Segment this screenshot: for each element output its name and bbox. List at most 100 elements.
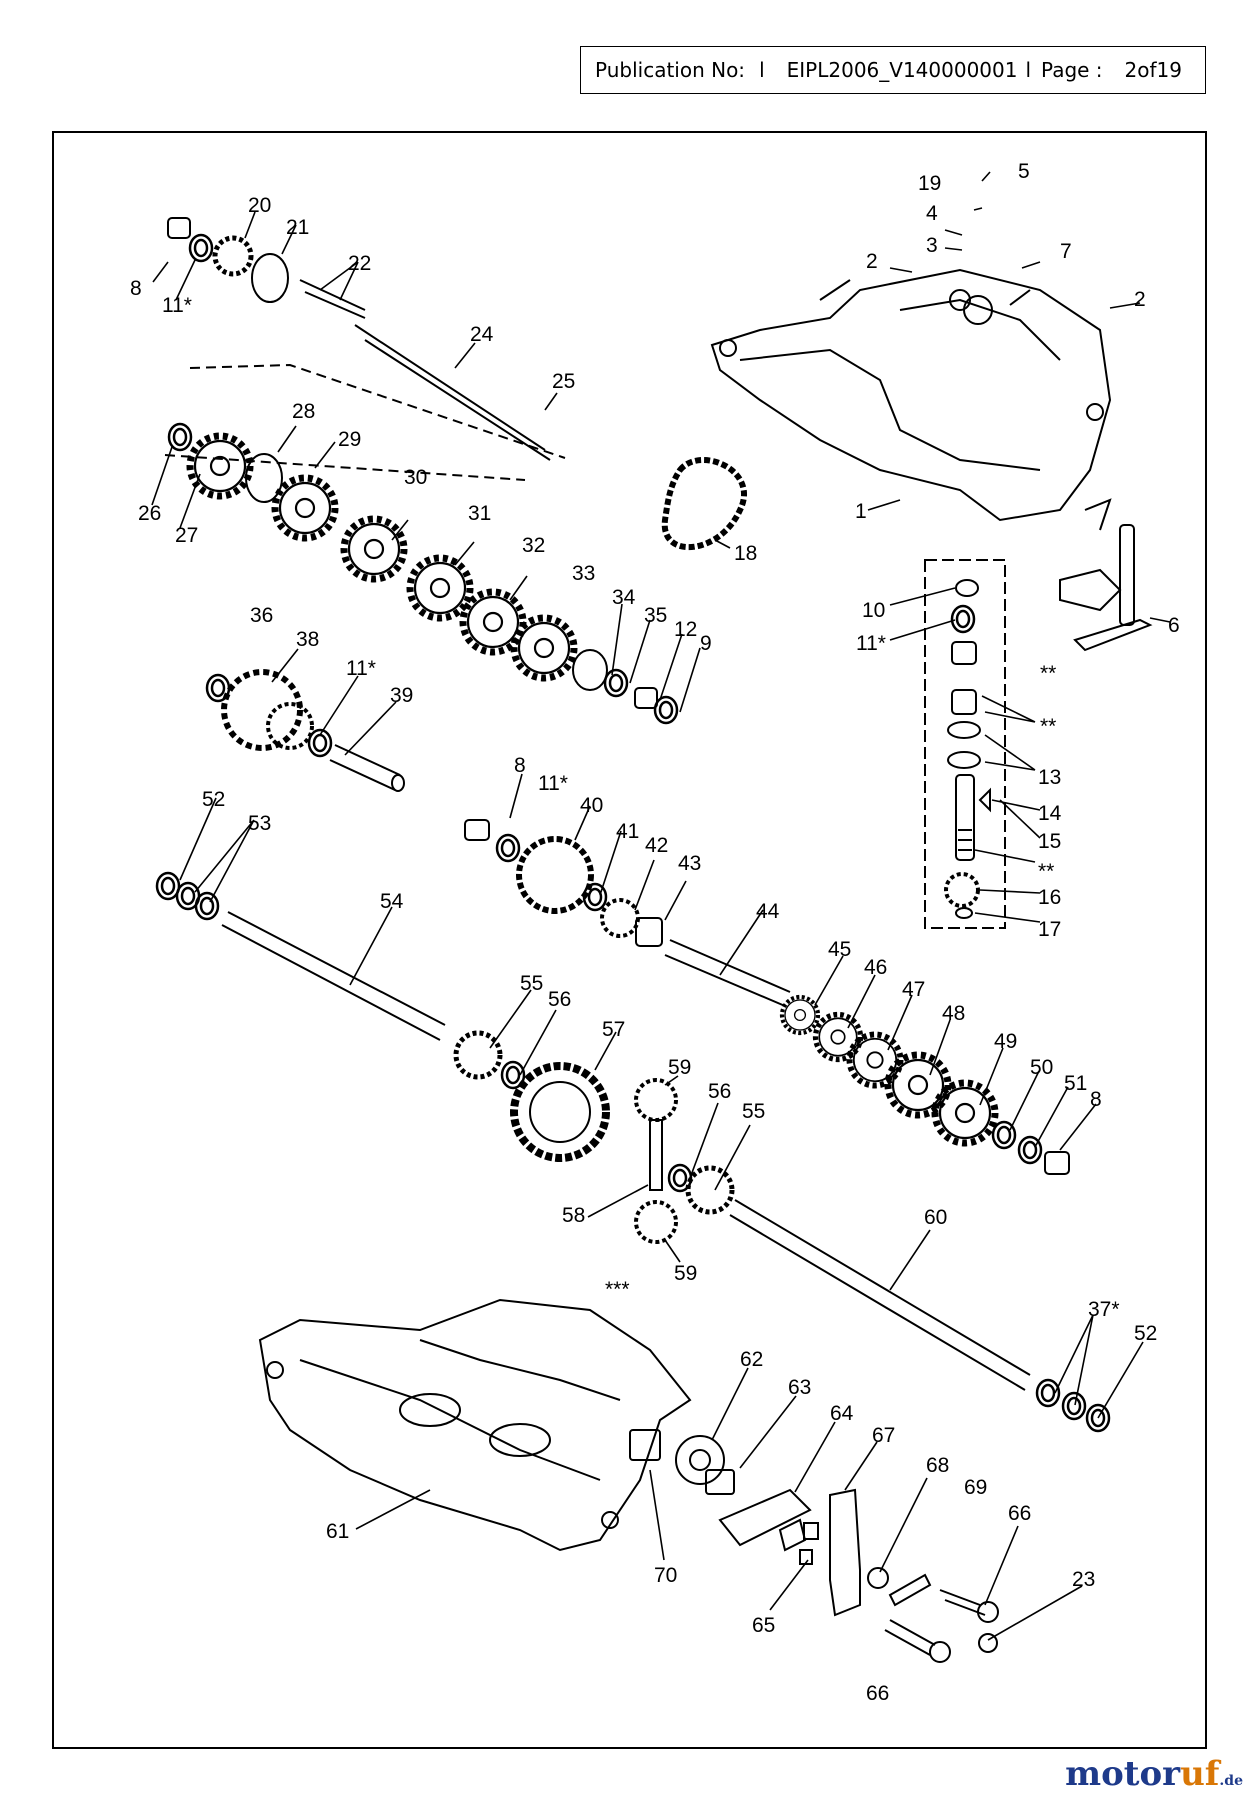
callout-11-star: 11* [856,632,886,655]
callout-64: 64 [830,1402,854,1425]
callout-60: 60 [924,1206,947,1229]
callout-23: 23 [1072,1568,1095,1591]
callout-66: 66 [1008,1502,1031,1525]
callout-59: 59 [668,1056,691,1079]
callout-68: 68 [926,1454,949,1477]
callout-31: 31 [468,502,491,525]
publication-info-box: Publication No: l EIPL2006_V140000001 l … [580,46,1206,94]
brand-name: motor [1065,1754,1181,1794]
compound-gear-shaft [205,669,405,792]
left-axle [155,871,526,1090]
differential [510,1062,735,1244]
callout-6: 6 [1168,614,1180,637]
callout-10: 10 [862,599,885,622]
callout-40: 40 [580,794,603,817]
callout-35: 35 [644,604,667,627]
callout-20: 20 [248,194,271,217]
callout-44: 44 [756,900,780,923]
main-shaft-assembly [164,217,566,481]
callout-18: 18 [734,542,757,565]
callout-8: 8 [514,754,526,777]
callout-1: 1 [855,500,867,523]
callout-11-star: 11* [162,294,192,317]
callout-55: 55 [742,1100,765,1123]
callout-52: 52 [202,788,225,811]
callout-3: 3 [926,234,938,257]
callout-25: 25 [552,370,575,393]
callout-2: 2 [1134,288,1146,311]
callout-66: 66 [866,1682,889,1705]
callout-46: 46 [864,956,887,979]
bevel-gear-set [464,819,663,947]
callout-double-star: ** [1040,715,1056,738]
callout-28: 28 [292,400,315,423]
callout-11-star: 11* [538,772,568,795]
leader-lines [151,171,1171,1641]
callout-4: 4 [926,202,938,225]
diagram-frame [52,131,1207,1749]
callout-38: 38 [296,628,319,651]
separator: l [1025,58,1032,82]
callout-59: 59 [674,1262,697,1285]
callout-double-star: ** [1038,860,1054,883]
callout-32: 32 [522,534,545,557]
callout-65: 65 [752,1614,775,1637]
callout-11-star: 11* [346,657,376,680]
callout-56: 56 [548,988,571,1011]
countershaft [664,939,1070,1175]
callout-30: 30 [404,466,427,489]
callout-41: 41 [616,820,639,843]
callout-43: 43 [678,852,701,875]
callout-42: 42 [645,834,668,857]
gear-stack [167,422,679,725]
callout-21: 21 [286,216,309,239]
callout-45: 45 [828,938,851,961]
callout-33: 33 [572,562,595,585]
publication-label: Publication No: [595,58,746,82]
callout-27: 27 [175,524,198,547]
callout-57: 57 [602,1018,625,1041]
page-value: 2of19 [1124,58,1182,82]
callout-67: 67 [872,1424,895,1447]
callout-39: 39 [390,684,413,707]
upper-housing [710,268,1112,531]
callout-24: 24 [470,323,494,346]
callout-double-star: ** [1040,662,1056,685]
callout-12: 12 [674,618,697,641]
callout-62: 62 [740,1348,763,1371]
brand-suffix: .de [1219,1773,1243,1789]
brake-assembly [629,1429,999,1663]
callout-19: 19 [918,172,941,195]
callout-5: 5 [1018,160,1030,183]
publication-number: EIPL2006_V140000001 [786,58,1018,82]
callout-22: 22 [348,252,371,275]
callout-53: 53 [248,812,271,835]
callout-8: 8 [1090,1088,1102,1111]
callout-13: 13 [1038,766,1061,789]
callout-16: 16 [1038,886,1061,909]
callout-triple-star: *** [605,1278,630,1301]
brand-accent: uf [1180,1754,1220,1794]
callout-36: 36 [250,604,273,627]
chain [661,457,747,551]
callout-labels: 5 19 4 3 7 2 2 1 20 21 22 8 11* 24 25 28… [130,160,1180,1705]
callout-55: 55 [520,972,543,995]
brand-logo: motoruf.de [1065,1754,1243,1794]
separator: l [759,58,765,82]
shift-lever [1059,524,1153,652]
callout-48: 48 [942,1002,965,1025]
callout-34: 34 [612,586,636,609]
callout-14: 14 [1038,802,1062,825]
callout-70: 70 [654,1564,677,1587]
vertical-shaft-assembly [924,559,1006,929]
right-axle [729,1199,1111,1433]
callout-7: 7 [1060,240,1072,263]
callout-50: 50 [1030,1056,1053,1079]
callout-54: 54 [380,890,404,913]
callout-51: 51 [1064,1072,1087,1095]
callout-17: 17 [1038,918,1061,941]
callout-26: 26 [138,502,161,525]
callout-47: 47 [902,978,925,1001]
callout-37-star: 37* [1088,1298,1120,1321]
